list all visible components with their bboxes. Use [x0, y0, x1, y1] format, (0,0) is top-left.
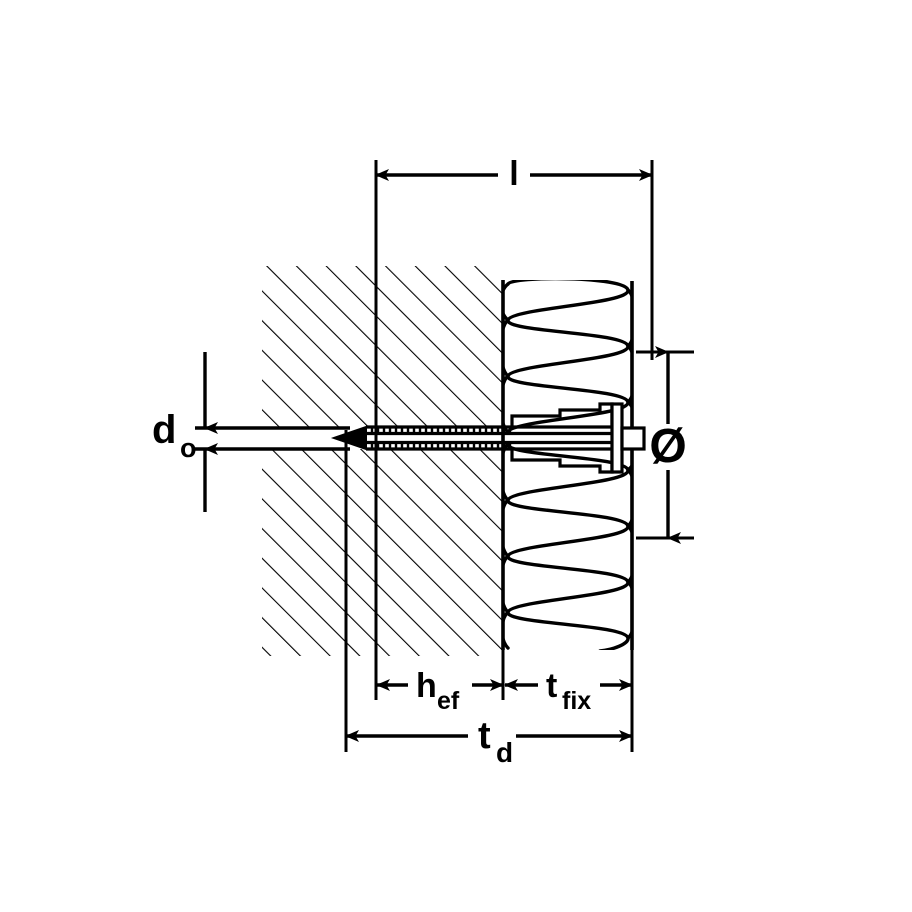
- dimension-td: t d: [345, 715, 633, 768]
- hatched-substrate-wall: [262, 266, 503, 656]
- dimension-diameter: Ø: [649, 346, 687, 544]
- extension-lines: [344, 160, 694, 752]
- dimension-sublabel-td: d: [496, 737, 513, 768]
- screw-thread-lower: [370, 442, 512, 449]
- dimension-d0: d o: [152, 352, 218, 512]
- dimension-label-diameter: Ø: [649, 420, 686, 473]
- screw-head-washer: [610, 402, 646, 474]
- dimension-tfix: t fix: [504, 667, 633, 715]
- dimension-label-l: l: [509, 155, 518, 193]
- drill-hole: [195, 426, 350, 451]
- dimension-label-d0: d: [152, 408, 176, 452]
- dimension-l: l: [375, 155, 653, 193]
- screw-tip: [330, 425, 367, 451]
- screw-thread-upper: [370, 427, 512, 434]
- screw-anchor: [330, 402, 646, 474]
- dimension-sublabel-d0: o: [180, 433, 197, 463]
- dimension-label-td: t: [478, 715, 491, 757]
- dimension-hef: h ef: [376, 667, 504, 715]
- dimension-sublabel-hef: ef: [437, 687, 460, 715]
- dimension-label-tfix: t: [546, 667, 557, 705]
- screw-sleeve: [510, 402, 614, 474]
- dimension-label-hef: h: [416, 667, 437, 705]
- insulation-face-lines: [501, 280, 634, 650]
- dimension-sublabel-tfix: fix: [562, 687, 591, 715]
